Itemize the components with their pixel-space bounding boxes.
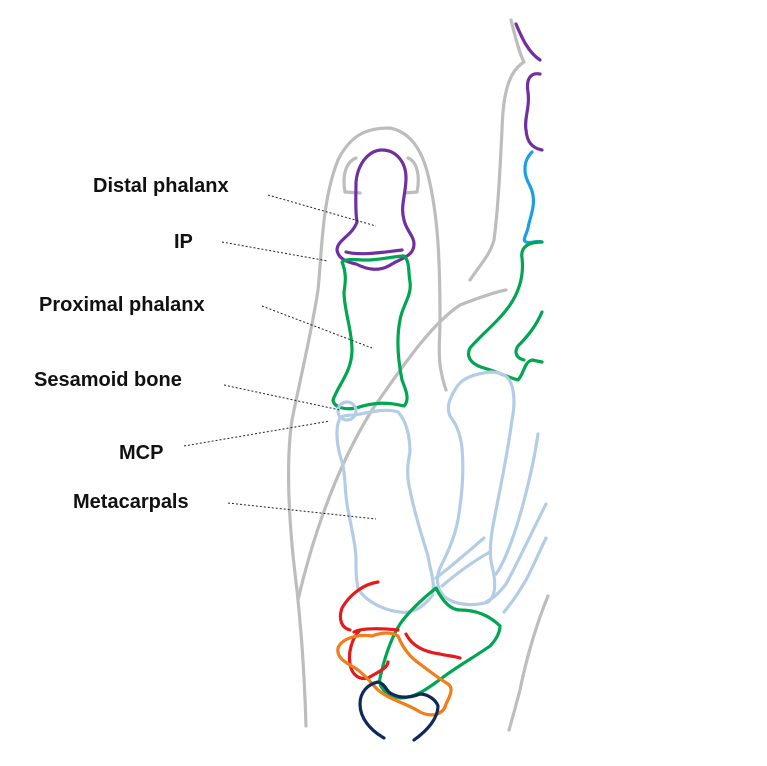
palm-crease-outline bbox=[296, 288, 508, 602]
leader-sesamoid-bone bbox=[223, 384, 341, 411]
middle-metacarpal-edge-2 bbox=[502, 536, 548, 614]
thumbnail-outline bbox=[342, 156, 420, 195]
ring-metacarpal-edge bbox=[484, 502, 548, 604]
distal-phalanx-bone bbox=[335, 148, 416, 271]
leader-distal-phalanx bbox=[267, 194, 377, 227]
metacarpal-base-lines bbox=[434, 536, 492, 588]
middle-metacarpal-edge-1 bbox=[494, 432, 540, 576]
index-metacarpal bbox=[435, 370, 516, 607]
leader-metacarpals bbox=[227, 502, 377, 520]
leader-proximal-phalanx bbox=[261, 305, 373, 349]
metacarpal-bones bbox=[335, 370, 548, 614]
label-ip: IP bbox=[174, 231, 193, 253]
index-finger-bones bbox=[466, 22, 544, 382]
palm-edge-outline bbox=[507, 594, 550, 732]
label-mcp: MCP bbox=[119, 442, 163, 464]
carpal-bones bbox=[336, 580, 502, 742]
leader-lines bbox=[183, 194, 377, 520]
skin-outline bbox=[286, 18, 550, 732]
labels: Distal phalanx IP Proximal phalanx Sesam… bbox=[34, 175, 229, 513]
label-sesamoid-bone: Sesamoid bone bbox=[34, 369, 182, 391]
radius-outline bbox=[358, 680, 440, 742]
sesamoid-bone bbox=[336, 400, 358, 422]
thumb-metacarpal bbox=[335, 408, 435, 614]
proximal-phalanx-bone bbox=[331, 254, 412, 411]
leader-mcp bbox=[183, 420, 331, 447]
label-metacarpals: Metacarpals bbox=[73, 491, 189, 513]
scaphoid-bone bbox=[338, 580, 400, 681]
index-finger-outline bbox=[468, 18, 526, 282]
trapezoid-bone bbox=[404, 632, 462, 660]
trapezium-bone bbox=[378, 586, 502, 700]
label-proximal-phalanx: Proximal phalanx bbox=[39, 294, 205, 316]
label-distal-phalanx: Distal phalanx bbox=[93, 175, 229, 197]
thumb-outline bbox=[286, 126, 448, 728]
leader-ip bbox=[221, 241, 329, 262]
